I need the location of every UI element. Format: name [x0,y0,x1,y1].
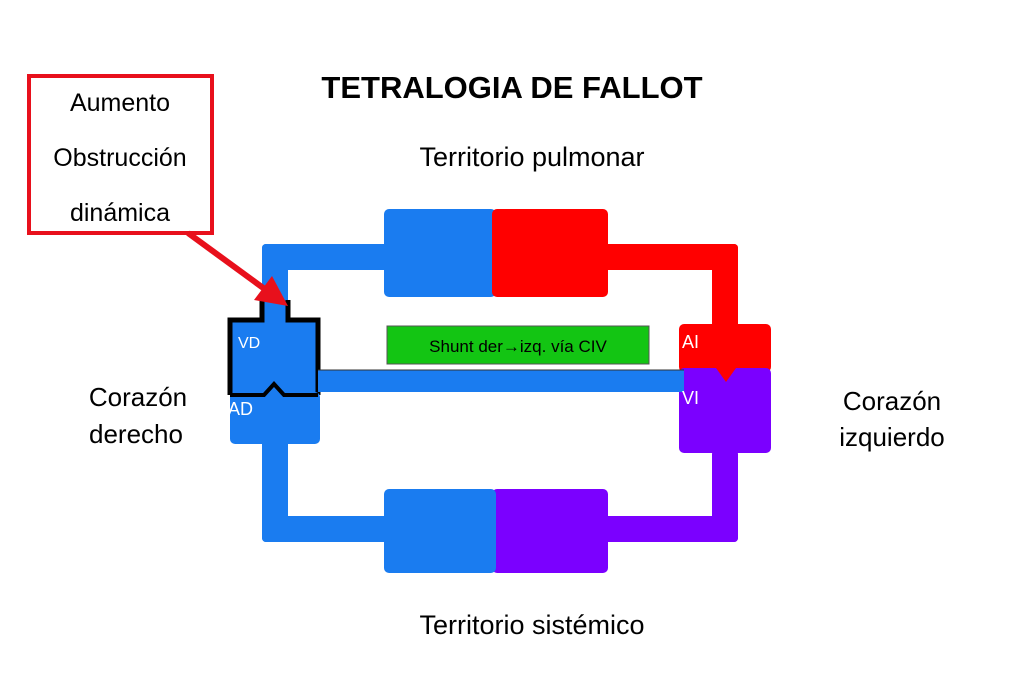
vena-cava-pipe [262,516,392,542]
callout-box [27,74,214,235]
systemic-territory-label: Territorio sistémico [419,610,644,640]
right-ventricle-outline [227,300,321,395]
vd-label: VD [238,335,260,352]
right-heart-label-line1: Corazón [89,382,187,412]
left-ventricle [679,368,771,453]
pulmonary-territory-label: Territorio pulmonar [419,142,644,172]
right-heart-label-line2: derecho [89,419,183,449]
left-heart-label-line2: izquierdo [839,422,945,452]
vena-cava-ascending [262,436,288,542]
pulmonary-vein-pipe [600,244,738,270]
ad-label: AD [228,399,253,419]
aorta-pipe [600,516,738,542]
mitral-valve [716,368,736,382]
pulmonary-vein-descending [712,244,738,330]
shunt-label-box [386,325,650,365]
tricuspid-valve [230,381,318,397]
shunt-arrow-icon: → [503,337,520,356]
callout-arrow-shaft [186,230,268,293]
pulmonary-bed-arterial [492,209,608,297]
shunt-label: Shunt der→izq. vía CIV [429,337,607,356]
shunt-label-prefix: Shunt der [429,337,503,356]
diagram-title: TETRALOGIA DE FALLOT [321,70,702,105]
right-atrium [230,392,320,444]
shunt-label-suffix: izq. vía CIV [520,337,608,356]
callout-arrow-icon [254,276,288,306]
callout-line2: Obstrucción [53,144,186,172]
pulmonary-bed-venous [384,209,496,297]
civ-shunt-pipe [318,370,684,392]
vi-label: VI [682,388,699,408]
pulmonary-artery-pipe [262,244,392,270]
left-atrium [679,324,771,372]
systemic-bed-venous [384,489,496,573]
ai-label: AI [682,332,699,352]
left-heart-label-line1: Corazón [843,386,941,416]
systemic-bed-mixed [492,489,608,573]
callout-line3: dinámica [70,199,170,227]
callout-line1: Aumento [70,89,170,117]
